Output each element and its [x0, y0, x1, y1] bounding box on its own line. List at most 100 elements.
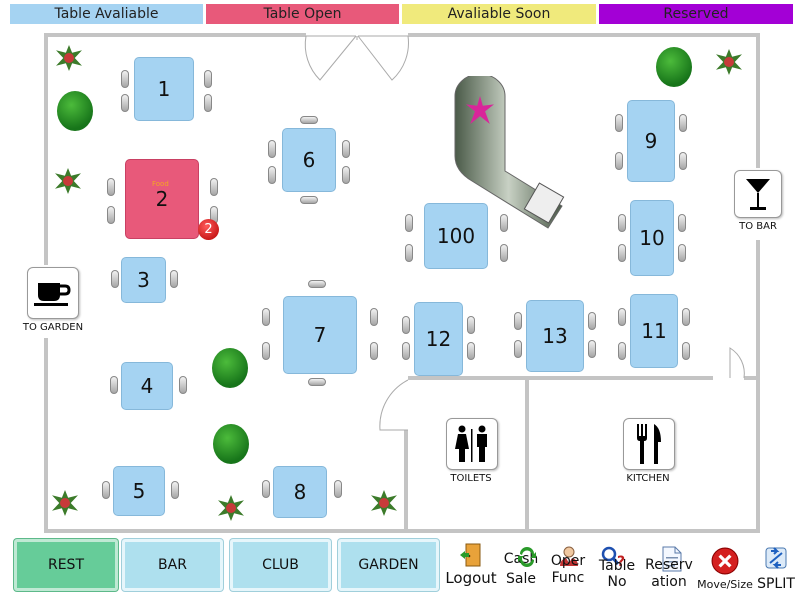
chair: [405, 244, 413, 262]
plant-flower-icon: [56, 45, 82, 71]
legend-available: Table Avaliable: [10, 4, 203, 24]
chair: [110, 376, 118, 394]
to-bar-sign[interactable]: [734, 170, 782, 218]
chair: [268, 166, 276, 184]
move-size-label: Move/Size: [697, 578, 753, 591]
chair: [467, 316, 475, 334]
chair: [121, 94, 129, 112]
table-8[interactable]: 8: [273, 466, 327, 518]
wall-right-top: [756, 33, 760, 168]
chair: [679, 152, 687, 170]
chair: [179, 376, 187, 394]
table-3[interactable]: 3: [121, 257, 166, 303]
table-4[interactable]: 4: [121, 362, 173, 410]
chair: [618, 308, 626, 326]
kitchen-sign[interactable]: [623, 418, 675, 470]
to-bar-label: TO BAR: [739, 221, 777, 232]
chair: [682, 342, 690, 360]
chair: [170, 270, 178, 288]
toilets-label: TOILETS: [450, 473, 492, 484]
wall-rooms-top-b: [744, 376, 760, 380]
table-13[interactable]: 13: [526, 300, 584, 372]
chair: [370, 308, 378, 326]
table-100[interactable]: 100: [424, 203, 488, 269]
table-7[interactable]: 7: [283, 296, 357, 374]
chair: [342, 166, 350, 184]
plant-flower-icon: [52, 490, 78, 516]
chair: [618, 342, 626, 360]
split-button[interactable]: SPLIT: [755, 542, 797, 592]
plant-bush-icon: [212, 348, 248, 388]
wall-bottom: [44, 529, 760, 533]
cocktail-glass-icon: [746, 179, 770, 210]
fork-knife-icon: [637, 424, 661, 464]
table-1[interactable]: 1: [134, 57, 194, 121]
chair: [111, 270, 119, 288]
chair: [500, 244, 508, 262]
logout-button[interactable]: Logout: [444, 542, 498, 592]
toilet-people-icon: [455, 425, 487, 462]
chair: [334, 480, 342, 498]
plant-bush-icon: [213, 424, 249, 464]
to-garden-label: TO GARDEN: [22, 322, 84, 333]
reservation-button[interactable]: Reserv ation: [644, 546, 694, 595]
table-2[interactable]: 2: [125, 159, 199, 239]
table-2-badge: 2: [198, 219, 219, 240]
oper-func-label-1: Oper: [550, 553, 586, 569]
logout-door-icon: [460, 543, 481, 567]
chair: [618, 214, 626, 232]
table-no-label-1: Table: [598, 558, 636, 574]
table-12[interactable]: 12: [414, 302, 463, 376]
chair: [171, 481, 179, 499]
chair: [210, 178, 218, 196]
chair: [588, 340, 596, 358]
tab-bar[interactable]: BAR: [122, 539, 223, 591]
svg-text:?: ?: [617, 554, 625, 568]
legend-reserved: Reserved: [599, 4, 793, 24]
chair: [618, 244, 626, 262]
wall-right-bottom: [756, 240, 760, 533]
chair: [615, 152, 623, 170]
plant-bush-icon: [656, 47, 692, 87]
kitchen-label: KITCHEN: [626, 473, 670, 484]
plant-flower-icon: [218, 495, 244, 521]
cash-sale-label-2: Sale: [506, 571, 536, 587]
table-5[interactable]: 5: [113, 466, 165, 516]
oper-func-button[interactable]: Oper Func: [548, 546, 588, 595]
coffee-cup-icon: [34, 283, 71, 306]
tab-garden[interactable]: GARDEN: [338, 539, 439, 591]
chair: [402, 342, 410, 360]
table-10[interactable]: 10: [630, 200, 674, 276]
plant-flower-icon: [55, 168, 81, 194]
table-9[interactable]: 9: [627, 100, 675, 182]
legend-soon: Avaliable Soon: [402, 4, 596, 24]
plant-flower-icon: [371, 490, 397, 516]
chair: [500, 214, 508, 232]
cash-sale-button[interactable]: Cash Sale: [502, 547, 540, 595]
reservation-label-1: Reserv: [645, 557, 693, 573]
tab-club[interactable]: CLUB: [230, 539, 331, 591]
table-6[interactable]: 6: [282, 128, 336, 192]
table-no-button[interactable]: ? Table No: [596, 546, 638, 595]
chair: [204, 94, 212, 112]
toilets-sign[interactable]: [446, 418, 498, 470]
tab-rest[interactable]: REST: [14, 539, 118, 591]
close-circle-icon: [711, 547, 739, 575]
chair: [588, 312, 596, 330]
chair: [514, 340, 522, 358]
chair: [300, 116, 318, 124]
legend-open: Table Open: [206, 4, 399, 24]
chair: [262, 480, 270, 498]
wall-top-left: [44, 33, 306, 37]
move-size-button[interactable]: Move/Size: [697, 542, 753, 592]
chair: [204, 70, 212, 88]
plant-bush-icon: [57, 91, 93, 131]
chair: [678, 244, 686, 262]
to-garden-sign[interactable]: [27, 267, 79, 319]
chair: [405, 214, 413, 232]
wall-divider: [525, 376, 529, 533]
table-11[interactable]: 11: [630, 294, 678, 368]
chair: [682, 308, 690, 326]
reservation-label-2: ation: [651, 574, 687, 590]
